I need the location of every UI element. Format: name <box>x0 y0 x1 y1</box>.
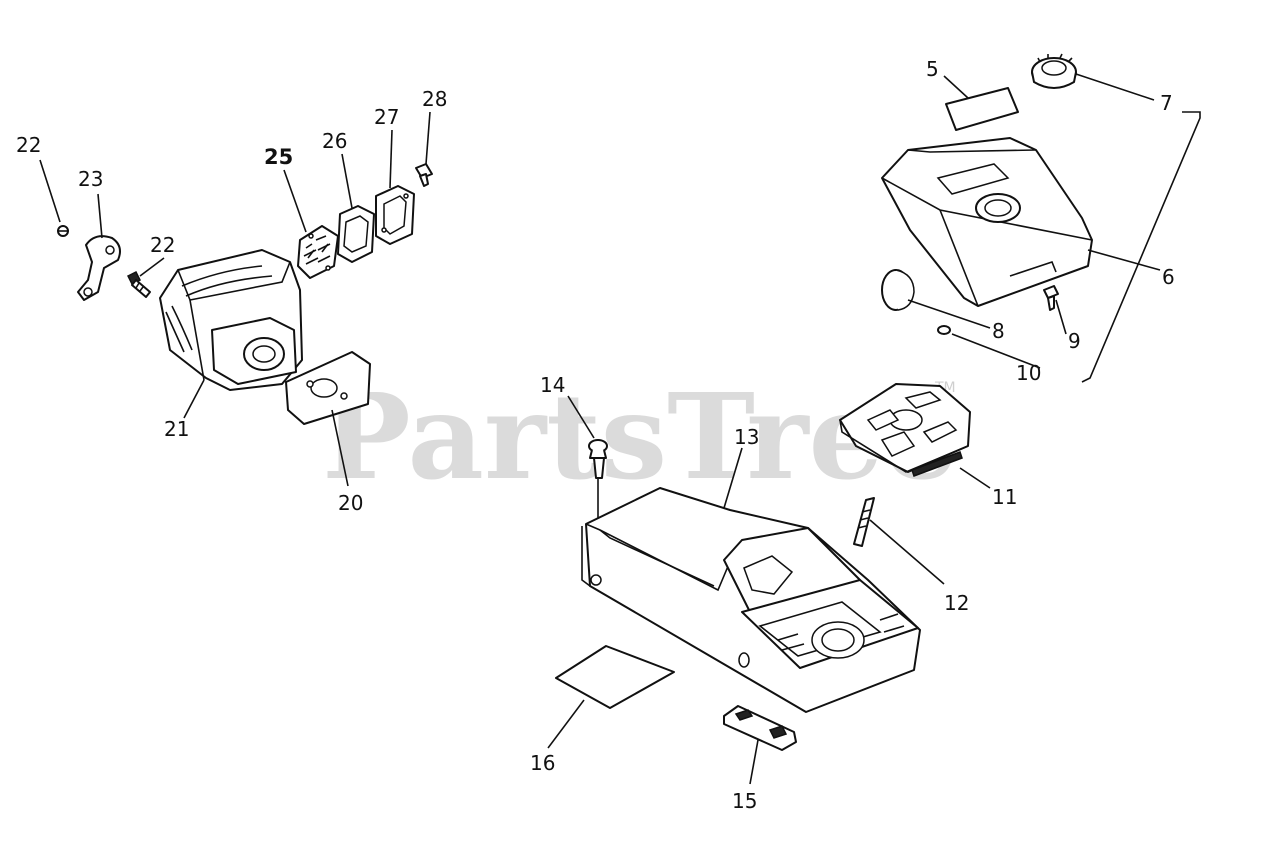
callout-6: 6 <box>1162 265 1175 289</box>
callout-7: 7 <box>1160 91 1173 115</box>
part-11-air-filter[interactable] <box>839 383 971 477</box>
callout-22b: 22 <box>150 233 175 257</box>
leader-25 <box>283 169 307 233</box>
callout-14: 14 <box>540 373 565 397</box>
leader-5 <box>943 75 969 99</box>
callout-5: 5 <box>926 57 939 81</box>
callout-12: 12 <box>944 591 969 615</box>
part-21-muffler[interactable] <box>159 249 303 391</box>
callout-8: 8 <box>992 319 1005 343</box>
callout-26: 26 <box>322 129 347 153</box>
part-25-spark-screen[interactable] <box>297 225 339 279</box>
part-22-bolt[interactable] <box>126 270 151 298</box>
leader-26 <box>341 153 353 209</box>
callout-15: 15 <box>732 789 757 813</box>
callout-21: 21 <box>164 417 189 441</box>
callout-23: 23 <box>78 167 103 191</box>
leader-9 <box>1055 299 1067 335</box>
part-12-stud[interactable] <box>853 497 875 547</box>
part-9-screw[interactable] <box>1043 285 1059 311</box>
callout-25: 25 <box>264 145 293 169</box>
part-22-screw-left[interactable] <box>57 225 69 237</box>
part-20-gasket[interactable] <box>285 351 371 425</box>
part-15-plate[interactable] <box>723 705 797 751</box>
leader-21 <box>183 379 205 419</box>
leader-16 <box>547 699 585 749</box>
leader-12 <box>869 519 945 585</box>
part-13-air-box[interactable] <box>581 487 921 713</box>
leader-10 <box>951 333 1041 369</box>
callout-10: 10 <box>1016 361 1041 385</box>
callout-20: 20 <box>338 491 363 515</box>
leader-20 <box>331 409 349 487</box>
leader-22b <box>139 257 165 277</box>
leader-13 <box>723 447 743 509</box>
callout-27: 27 <box>374 105 399 129</box>
group-bracket-6-10 <box>1081 111 1201 383</box>
callout-13: 13 <box>734 425 759 449</box>
leader-6 <box>1087 249 1161 271</box>
part-26-gasket[interactable] <box>337 205 375 263</box>
leader-14 <box>567 395 595 439</box>
part-5-decal[interactable] <box>945 87 1019 131</box>
part-6-air-cleaner-cover[interactable] <box>881 137 1093 307</box>
callout-11: 11 <box>992 485 1017 509</box>
callout-9: 9 <box>1068 329 1081 353</box>
leader-8 <box>907 299 991 329</box>
part-10-washer[interactable] <box>937 325 951 335</box>
callout-22a: 22 <box>16 133 41 157</box>
callout-28: 28 <box>422 87 447 111</box>
part-23-bracket[interactable] <box>77 235 121 301</box>
leader-27 <box>389 129 393 189</box>
callout-16: 16 <box>530 751 555 775</box>
leader-23 <box>97 193 103 239</box>
part-28-screw[interactable] <box>415 163 433 187</box>
leader-15 <box>749 739 759 785</box>
part-8-grommet[interactable] <box>881 269 915 311</box>
part-27-cover-plate[interactable] <box>375 185 415 245</box>
leader-7 <box>1075 73 1155 101</box>
leader-22a <box>39 159 61 223</box>
leader-11 <box>959 467 991 489</box>
leader-28 <box>425 111 431 165</box>
part-7-knob[interactable] <box>1031 53 1077 89</box>
part-16-filter-sheet[interactable] <box>555 645 675 709</box>
